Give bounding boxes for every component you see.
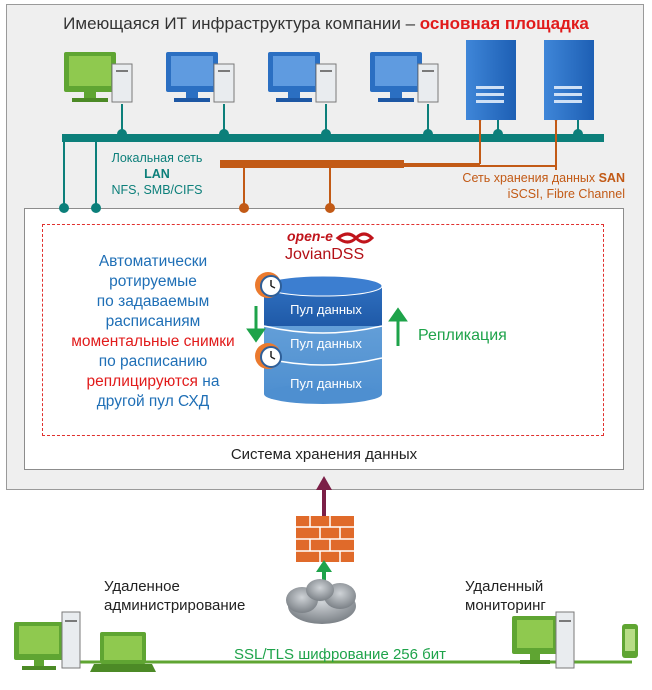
jovian-product-name: JovianDSS [285, 246, 365, 263]
inbound-arrow-icon [316, 476, 332, 516]
remote-monitor-line-1: Удаленный [465, 578, 544, 595]
replication-label: Репликация [418, 327, 507, 344]
pool-label-1: Пул данных [290, 302, 362, 317]
san-label: Сеть хранения данных SAN iSCSI, Fibre Ch… [395, 170, 625, 202]
san-bus [220, 160, 404, 168]
pool-label-3: Пул данных [290, 376, 362, 391]
snapshot-line-3: по задаваемым [96, 293, 210, 310]
san-label-bold: SAN [598, 171, 625, 185]
snapshot-line-7b: на [197, 373, 220, 390]
replication-up-arrow-icon [388, 307, 408, 346]
snapshot-line-2: ротируемые [109, 273, 197, 290]
remote-monitoring-label: Удаленный мониторинг [465, 577, 546, 615]
server-tower-icon [466, 40, 594, 120]
snapshot-down-arrow-icon [246, 306, 266, 343]
snapshot-line-5: моментальные снимки [71, 333, 235, 350]
title-highlight-text: основная площадка [419, 14, 589, 33]
remote-monitor-workstation-icon [512, 611, 575, 669]
jovian-dss-boundary [42, 224, 604, 436]
san-label-line2: iSCSI, Fibre Channel [507, 187, 625, 201]
snapshot-clock-icon [255, 272, 282, 369]
lan-label-line2: LAN [144, 167, 170, 181]
remote-admin-workstation-icon [14, 611, 81, 670]
lan-label: Локальная сеть LAN NFS, SMB/CIFS [102, 150, 212, 198]
snapshot-line-8: другой пул СХД [96, 393, 210, 410]
open-e-logo-text: open-e [287, 228, 333, 244]
mobile-phone-icon [622, 624, 638, 658]
page-title: Имеющаяся ИТ инфраструктура компании – о… [0, 14, 652, 34]
workstation-green-icon [64, 52, 133, 103]
remote-admin-label: Удаленное администрирование [104, 577, 245, 615]
remote-monitor-line-2: мониторинг [465, 597, 546, 614]
workstation-blue-icon [166, 52, 439, 103]
lan-label-line3: NFS, SMB/CIFS [111, 183, 203, 197]
pool-label-2: Пул данных [290, 336, 362, 351]
remote-admin-line-1: Удаленное [104, 578, 180, 595]
snapshot-line-1: Автоматически [98, 253, 208, 270]
firewall-icon [296, 516, 354, 562]
remote-admin-laptop-icon [90, 632, 156, 672]
internet-cloud-icon [286, 579, 356, 624]
san-label-line1: Сеть хранения данных [462, 171, 599, 185]
data-pool-cylinder-icon [263, 275, 383, 404]
snapshot-description: Автоматически ротируемые по задаваемым р… [46, 252, 260, 412]
snapshot-line-7a: реплицируются [86, 373, 198, 390]
lan-label-line1: Локальная сеть [111, 151, 203, 165]
snapshot-line-6: по расписанию [98, 353, 208, 370]
title-main-text: Имеющаяся ИТ инфраструктура компании – [63, 14, 420, 33]
lan-bus [62, 134, 604, 142]
jovian-logo-icon [335, 232, 375, 244]
encryption-label: SSL/TLS шифрование 256 бит [234, 646, 446, 663]
storage-system-title: Система хранения данных [230, 446, 418, 463]
snapshot-line-4: расписаниям [105, 313, 201, 330]
remote-admin-line-2: администрирование [104, 597, 246, 614]
